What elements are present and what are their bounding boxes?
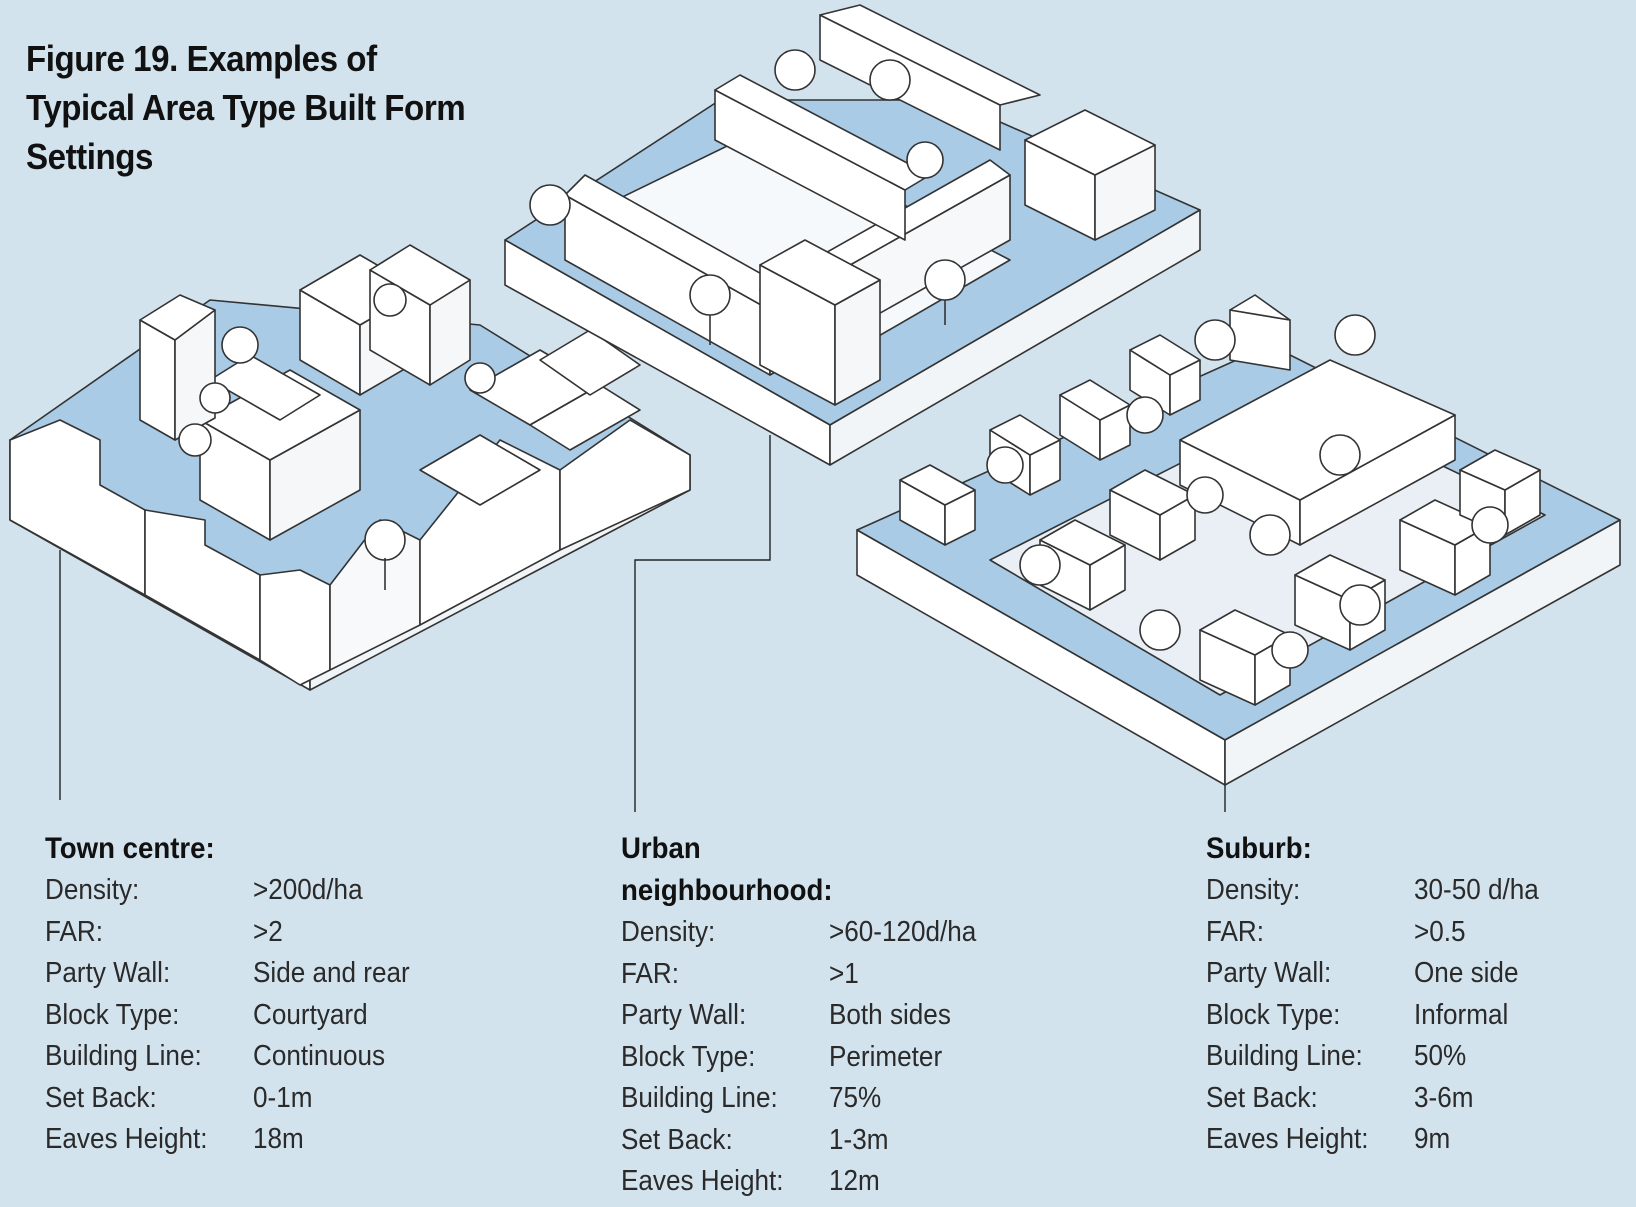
spec-label: Building Line:	[621, 1082, 778, 1114]
spec-heading: Urban neighbourhood:	[621, 832, 833, 907]
spec-value: 75%	[829, 1082, 882, 1114]
spec-row: Party Wall: Both sides	[621, 995, 993, 1037]
spec-row: Eaves Height: 12m	[621, 1161, 993, 1203]
spec-value: 18m	[253, 1123, 304, 1155]
spec-row: Set Back: 3-6m	[1206, 1078, 1553, 1120]
spec-label: Block Type:	[45, 998, 180, 1031]
spec-label: FAR:	[621, 957, 680, 990]
town-centre-specs: Town centre: Density: >200d/ha FAR: >2 Par…	[45, 828, 427, 1161]
spec-value: 12m	[829, 1165, 880, 1197]
spec-row: Block Type: Informal	[1206, 995, 1553, 1037]
spec-value: 50%	[1414, 1040, 1467, 1072]
spec-heading: Town centre:	[45, 832, 215, 865]
spec-label: Party Wall:	[621, 999, 747, 1031]
spec-label: Party Wall:	[45, 957, 171, 989]
spec-row: FAR: >1	[621, 954, 993, 996]
spec-value: Both sides	[829, 999, 951, 1031]
spec-value: Perimeter	[829, 1040, 943, 1073]
spec-label: Set Back:	[45, 1081, 157, 1114]
spec-value: 9m	[1414, 1123, 1451, 1155]
urban-neighbourhood-block	[504, 4, 1201, 466]
spec-row: FAR: >0.5	[1206, 912, 1553, 954]
spec-row: Party Wall: Side and rear	[45, 953, 427, 995]
spec-label: Density:	[621, 916, 716, 948]
spec-label: Eaves Height:	[1206, 1123, 1369, 1155]
spec-value: >1	[829, 957, 859, 990]
spec-label: Set Back:	[621, 1123, 733, 1156]
figure-title: Figure 19. Examples of Typical Area Type…	[26, 38, 466, 177]
spec-row: Density: >200d/ha	[45, 870, 427, 912]
spec-row: Block Type: Courtyard	[45, 995, 427, 1037]
spec-label: Block Type:	[1206, 998, 1341, 1031]
spec-label: Building Line:	[45, 1040, 202, 1072]
spec-row: Density: 30-50 d/ha	[1206, 870, 1553, 912]
spec-row: Building Line: Continuous	[45, 1036, 427, 1078]
spec-label: Eaves Height:	[621, 1165, 784, 1197]
urban-leader-line	[634, 435, 771, 812]
spec-row: FAR: >2	[45, 912, 427, 954]
spec-value: Courtyard	[253, 998, 368, 1031]
spec-heading: Suburb:	[1206, 832, 1312, 865]
spec-label: Block Type:	[621, 1040, 756, 1073]
spec-label: Set Back:	[1206, 1081, 1318, 1114]
spec-label: FAR:	[45, 915, 104, 948]
spec-value: >60-120d/ha	[829, 916, 977, 948]
spec-value: Informal	[1414, 998, 1509, 1031]
spec-value: Continuous	[253, 1040, 386, 1072]
town-centre-block	[9, 244, 691, 691]
spec-value: 1-3m	[829, 1123, 889, 1156]
suburb-block	[856, 294, 1621, 786]
spec-row: Set Back: 0-1m	[45, 1078, 427, 1120]
spec-value: 0-1m	[253, 1081, 313, 1114]
spec-row: Eaves Height: 18m	[45, 1119, 427, 1161]
spec-row: Building Line: 50%	[1206, 1036, 1553, 1078]
urban-neighbourhood-specs: Urban neighbourhood: Density: >60-120d/ha…	[621, 828, 993, 1203]
spec-row: Party Wall: One side	[1206, 953, 1553, 995]
spec-value: >0.5	[1414, 915, 1466, 948]
spec-label: Density:	[45, 874, 140, 906]
spec-value: Side and rear	[253, 957, 410, 989]
spec-row: Set Back: 1-3m	[621, 1120, 993, 1162]
spec-value: 3-6m	[1414, 1081, 1474, 1114]
spec-label: Building Line:	[1206, 1040, 1363, 1072]
spec-value: >2	[253, 915, 283, 948]
spec-row: Building Line: 75%	[621, 1078, 993, 1120]
spec-row: Eaves Height: 9m	[1206, 1119, 1553, 1161]
spec-value: One side	[1414, 957, 1519, 989]
spec-value: >200d/ha	[253, 874, 363, 906]
spec-row: Density: >60-120d/ha	[621, 912, 993, 954]
spec-label: Party Wall:	[1206, 957, 1332, 989]
spec-label: Density:	[1206, 874, 1301, 906]
spec-value: 30-50 d/ha	[1414, 874, 1539, 906]
spec-label: FAR:	[1206, 915, 1265, 948]
spec-row: Block Type: Perimeter	[621, 1037, 993, 1079]
suburb-specs: Suburb: Density: 30-50 d/ha FAR: >0.5 Part…	[1206, 828, 1553, 1161]
spec-label: Eaves Height:	[45, 1123, 208, 1155]
